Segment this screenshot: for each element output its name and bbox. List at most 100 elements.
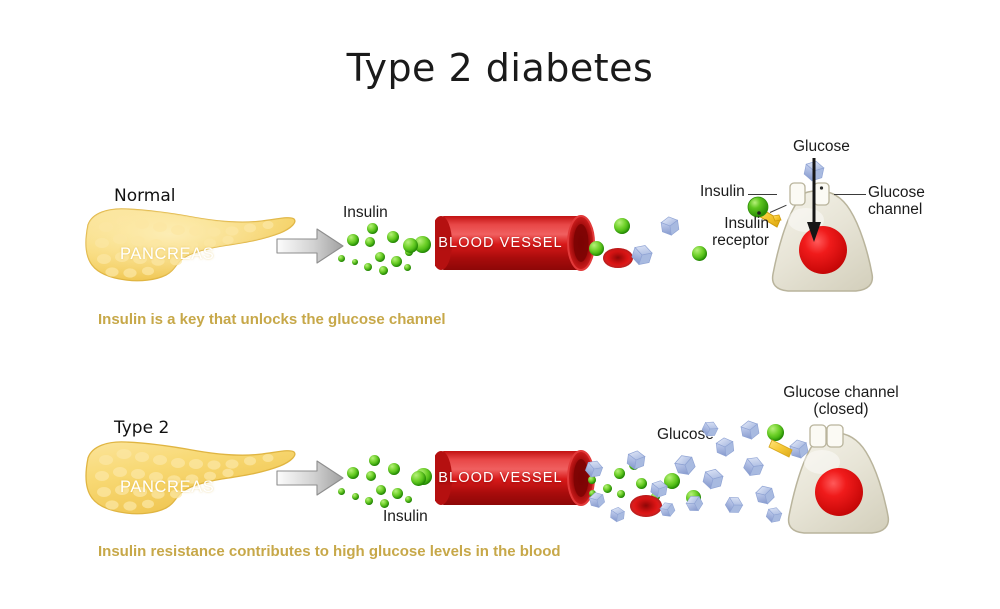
glucose-molecule-icon	[650, 480, 668, 498]
glucose-label-normal: Glucose	[793, 138, 850, 155]
insulin-molecule	[352, 259, 358, 265]
glucose-molecule	[700, 466, 726, 492]
down-arrow-icon	[807, 158, 821, 242]
insulin-molecule	[380, 499, 389, 508]
glucose-molecule-icon	[724, 496, 744, 513]
body-cell-type2	[768, 424, 900, 542]
insulin-molecule	[388, 463, 400, 475]
glucose-molecule	[700, 419, 720, 439]
caption-normal: Insulin is a key that unlocks the glucos…	[98, 311, 446, 328]
insulin-receptor-type2	[766, 436, 798, 462]
blood-vessel-icon	[430, 215, 595, 271]
glucose-channel-icon	[809, 424, 844, 448]
glucose-molecule-icon	[631, 245, 653, 266]
glucose-molecule-icon	[588, 492, 605, 508]
glucose-molecule-icon	[659, 502, 676, 517]
insulin-molecule	[403, 238, 418, 253]
insulin-label-type2: Insulin	[383, 508, 428, 525]
insulin-molecule	[365, 237, 375, 247]
insulin-receptor-normal	[746, 194, 792, 234]
glucose-molecule-icon	[685, 495, 704, 512]
glucose-molecule	[723, 494, 745, 516]
glucose-molecule	[624, 448, 648, 472]
insulin-molecule	[414, 236, 431, 253]
insulin-molecule	[411, 471, 426, 486]
insulin-receptor-icon	[747, 196, 782, 228]
glucose-molecule	[741, 454, 766, 479]
insulin-receptor-icon	[768, 439, 793, 458]
insulin-molecule	[364, 263, 372, 271]
insulin-molecule	[379, 266, 388, 275]
insulin-cluster-type2	[335, 455, 445, 515]
glucose-molecule	[684, 493, 705, 514]
insulin-molecule	[617, 490, 625, 498]
red-blood-cell	[630, 495, 662, 517]
pancreas-type2: PANCREAS	[82, 436, 297, 518]
glucose-molecule-icon	[674, 455, 696, 476]
insulin-molecule	[347, 234, 359, 246]
insulin-cluster-normal	[335, 222, 445, 282]
glucose-molecule	[753, 483, 777, 507]
insulin-molecule	[614, 468, 625, 479]
blood-vessel-icon	[430, 450, 595, 506]
glucose-molecule-icon	[610, 506, 625, 523]
right-arrow-icon	[276, 228, 344, 264]
glucose-molecule	[629, 242, 655, 268]
body-cell-icon	[771, 190, 874, 292]
secretion-arrow-type2	[275, 458, 345, 498]
glucose-molecule-icon	[626, 450, 646, 470]
page-title: Type 2 diabetes	[346, 46, 654, 90]
insulin-molecule	[603, 484, 612, 493]
insulin-molecule	[692, 246, 707, 261]
insulin-molecule	[614, 218, 630, 234]
glucose-molecule-icon	[715, 437, 735, 457]
insulin-molecule	[405, 496, 412, 503]
pancreas-icon	[85, 208, 296, 282]
insulin-molecule	[369, 455, 380, 466]
insulin-molecule	[767, 424, 784, 441]
secretion-arrow-normal	[275, 226, 345, 266]
insulin-molecule	[367, 223, 378, 234]
glucose-molecule	[672, 452, 698, 478]
glucose-channel-label-type2: Glucose channel(closed)	[783, 384, 899, 419]
panel-title-type2: Type 2	[114, 418, 170, 438]
pancreas-normal: PANCREAS	[82, 203, 297, 285]
glucose-molecule-icon	[585, 460, 604, 478]
insulin-molecule	[391, 256, 402, 267]
glucose-molecule	[658, 500, 677, 519]
insulin-molecule	[365, 497, 373, 505]
body-cell-icon	[787, 432, 890, 534]
insulin-molecule	[589, 490, 596, 497]
insulin-molecule	[366, 471, 376, 481]
glucose-molecule-icon	[755, 485, 775, 505]
glucose-molecule	[608, 505, 627, 524]
glucose-molecule-icon	[701, 421, 719, 437]
glucose-molecule-icon	[765, 507, 783, 523]
insulin-molecule	[375, 252, 385, 262]
insulin-molecule	[387, 231, 399, 243]
insulin-molecule	[338, 488, 345, 495]
glucose-molecule	[713, 435, 737, 459]
insulin-molecule	[376, 485, 386, 495]
glucose-molecule-icon	[740, 420, 760, 440]
glucose-entry-arrow	[806, 158, 824, 246]
glucose-molecule	[583, 458, 605, 480]
glucose-molecule-icon	[660, 216, 680, 236]
insulin-callout-label-normal: Insulin	[700, 183, 745, 200]
glucose-molecule	[658, 214, 682, 238]
insulin-molecule	[392, 488, 403, 499]
caption-type2: Insulin resistance contributes to high g…	[98, 543, 561, 560]
glucose-channel-closed	[808, 423, 846, 449]
glucose-molecule	[587, 490, 607, 510]
right-arrow-icon	[276, 460, 344, 496]
insulin-molecule	[347, 467, 359, 479]
glucose-molecule-icon	[743, 457, 764, 477]
insulin-molecule	[636, 478, 647, 489]
glucose-molecule	[738, 418, 762, 442]
body-cell-normal	[747, 182, 884, 300]
glucose-channel-icon	[789, 182, 830, 206]
blood-vessel-type2: BLOOD VESSEL	[430, 447, 600, 509]
panel-title-normal: Normal	[114, 186, 176, 206]
